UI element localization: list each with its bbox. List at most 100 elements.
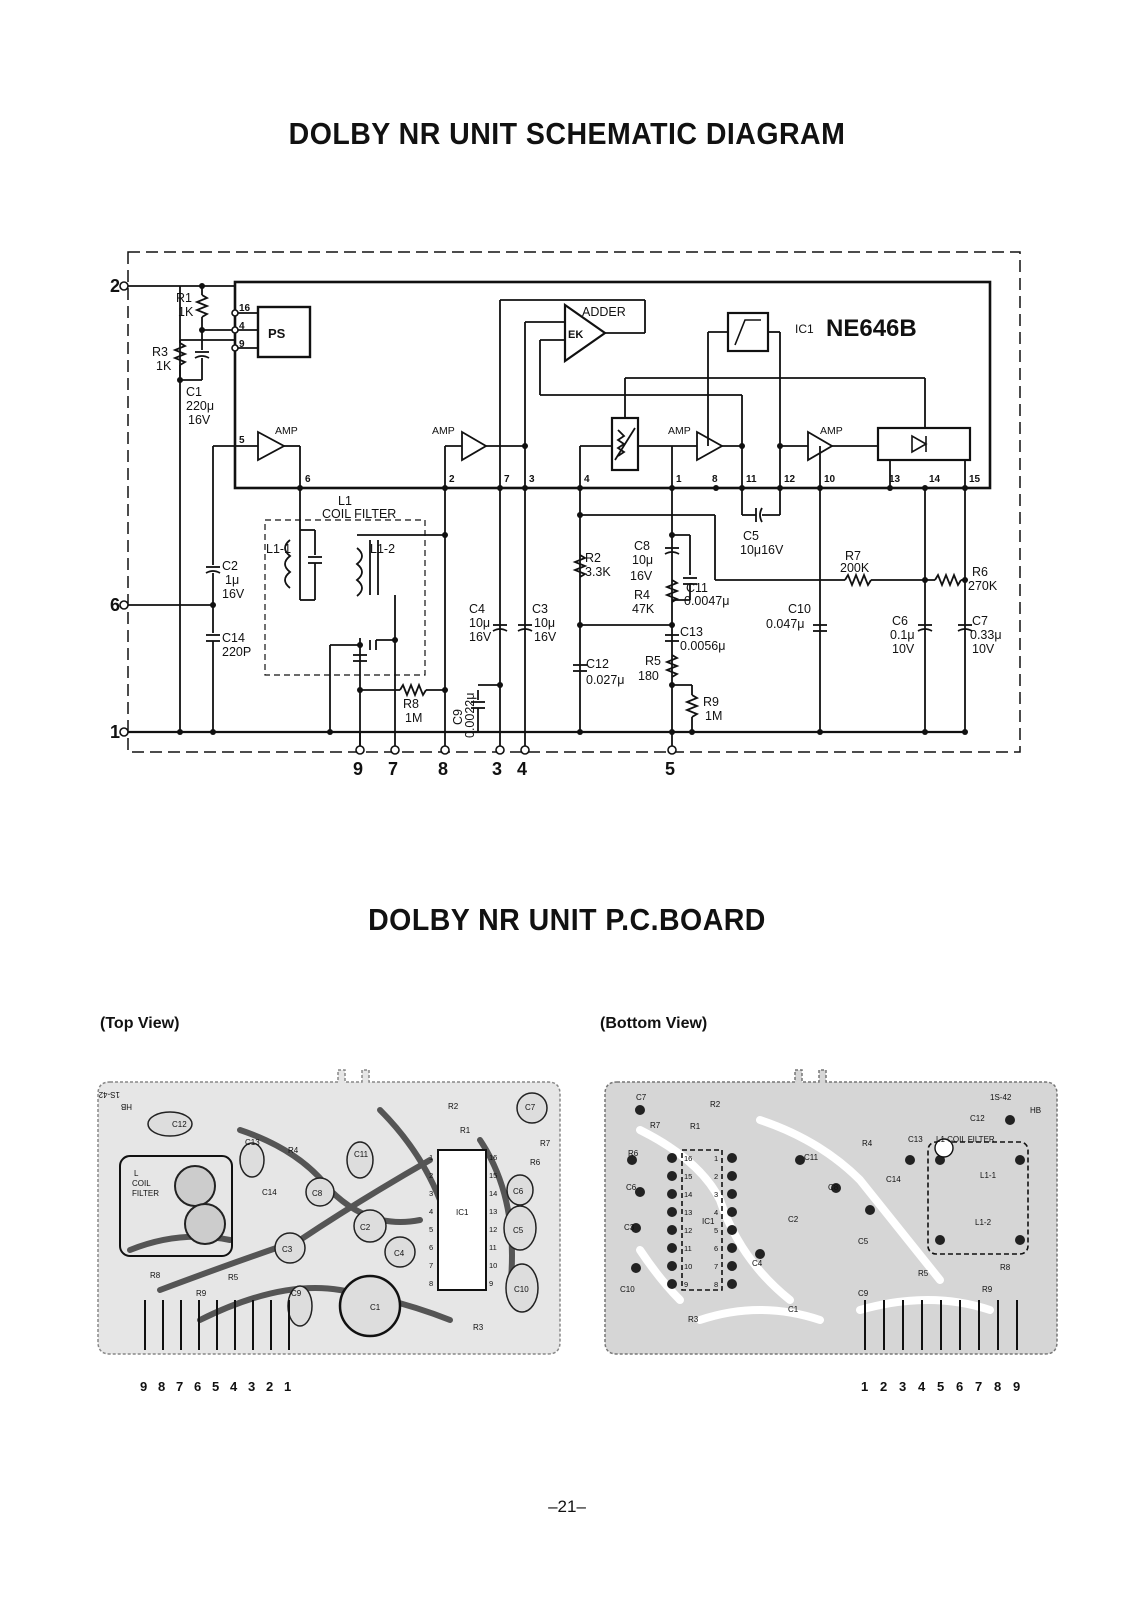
pcb-bottom-terminal-9: 9 bbox=[1013, 1379, 1020, 1394]
ic-pin-4b: 4 bbox=[584, 474, 590, 485]
c2-voltage: 16V bbox=[222, 587, 245, 601]
c11-ref: C11 bbox=[686, 581, 708, 595]
c4-value: 10μ bbox=[469, 616, 490, 630]
r6-ref: R6 bbox=[972, 565, 988, 579]
terminal-3: 3 bbox=[492, 759, 502, 779]
pcb-bottom-c1: C1 bbox=[788, 1305, 799, 1314]
schematic-title: DOLBY NR UNIT SCHEMATIC DIAGRAM bbox=[288, 116, 846, 151]
pcb-top-ic-pin-1: 1 bbox=[429, 1153, 433, 1162]
pcb-top-r6: R6 bbox=[530, 1158, 541, 1167]
pcb-bottom-ic-pin-13: 13 bbox=[684, 1208, 692, 1217]
pcb-top-c7: C7 bbox=[525, 1103, 536, 1112]
pcb-top-ic-pin-12: 12 bbox=[489, 1225, 497, 1234]
pcb-top-ic-pin-3: 3 bbox=[429, 1189, 433, 1198]
pcb-top-coil-box bbox=[119, 1155, 233, 1257]
c12-value: 0.027μ bbox=[586, 673, 624, 687]
pcb-bottom-c8: C8 bbox=[828, 1183, 839, 1192]
pcb-top-c2: C2 bbox=[360, 1223, 371, 1232]
pcb-top-c8: C8 bbox=[312, 1189, 323, 1198]
pcb-bottom-r5: R5 bbox=[918, 1269, 929, 1278]
amp2-label: AMP bbox=[432, 425, 455, 437]
c11-value: 0.0047μ bbox=[684, 594, 729, 608]
pcb-bottom-ic-pin-6: 6 bbox=[714, 1244, 718, 1253]
pcb-bottom-r1: R1 bbox=[690, 1122, 701, 1131]
pcb-top-l: L bbox=[134, 1169, 139, 1178]
c8-ref: C8 bbox=[634, 539, 650, 553]
schematic-border bbox=[127, 251, 1021, 753]
terminal-1: 1 bbox=[110, 722, 120, 742]
pcboard-title: DOLBY NR UNIT P.C.BOARD bbox=[368, 902, 766, 937]
c2-value: 1μ bbox=[225, 573, 239, 587]
pcb-bottom-ic-pin-15: 15 bbox=[684, 1172, 692, 1181]
c1-voltage: 16V bbox=[188, 413, 211, 427]
pcb-top-r7: R7 bbox=[540, 1139, 551, 1148]
pcb-top-r9: R9 bbox=[196, 1289, 207, 1298]
pcb-bottom-ic-pin-2: 2 bbox=[714, 1172, 718, 1181]
c7-ref: C7 bbox=[972, 614, 988, 628]
ic-pin-8: 8 bbox=[712, 474, 718, 485]
pcb-top-ic-pin-11: 11 bbox=[489, 1243, 497, 1252]
amp1-label: AMP bbox=[275, 425, 298, 437]
pcb-bottom-ic-pin-8: 8 bbox=[714, 1280, 718, 1289]
pcb-top-ic-pin-8: 8 bbox=[429, 1279, 433, 1288]
pcb-bottom-terminal-8: 8 bbox=[994, 1379, 1001, 1394]
amp3-label: AMP bbox=[668, 425, 691, 437]
pcb-bottom-ic-pin-10: 10 bbox=[684, 1262, 692, 1271]
schematic-labels: PS EK ADDER AMP AMP AMP AMP IC1 NE646B 1… bbox=[110, 276, 1002, 779]
pcb-bottom-terminal-5: 5 bbox=[937, 1379, 944, 1394]
terminal-circles bbox=[119, 281, 677, 755]
pcb-top-ic-pin-6: 6 bbox=[429, 1243, 433, 1252]
l1-description: COIL FILTER bbox=[322, 507, 396, 521]
ic-pin-9: 9 bbox=[239, 339, 245, 350]
pcb-bottom-l1-2: L1-2 bbox=[975, 1218, 992, 1227]
ic-pin-14: 14 bbox=[929, 474, 941, 485]
l1-1-ref: L1-1 bbox=[266, 542, 291, 556]
pcb-bottom-ic-pin-1: 1 bbox=[714, 1154, 718, 1163]
pcb-top-r3: R3 bbox=[473, 1323, 484, 1332]
pcb-top-ic-pin-15: 15 bbox=[489, 1171, 497, 1180]
pcb-top-board-id: 1S-42 bbox=[98, 1090, 120, 1099]
pcb-top-r4: R4 bbox=[288, 1146, 299, 1155]
c7-value: 0.33μ bbox=[970, 628, 1002, 642]
pcb-top-terminal-3: 3 bbox=[248, 1379, 255, 1394]
ek-label: EK bbox=[568, 329, 583, 341]
pcb-top-r1: R1 bbox=[460, 1126, 471, 1135]
pcb-bottom-r2: R2 bbox=[710, 1100, 721, 1109]
page-number: –21– bbox=[548, 1497, 586, 1516]
amp1-symbol bbox=[257, 430, 286, 462]
pcb-bottom-c9: C9 bbox=[858, 1289, 869, 1298]
ic-pin-1: 1 bbox=[676, 474, 682, 485]
ic-pin-11: 11 bbox=[746, 474, 757, 485]
pcb-bottom-ic-pin-14: 14 bbox=[684, 1190, 692, 1199]
pcb-bottom-r7: R7 bbox=[650, 1121, 661, 1130]
r9-value: 1M bbox=[705, 709, 722, 723]
c7-voltage: 10V bbox=[972, 642, 995, 656]
pcb-top-ic-pin-5: 5 bbox=[429, 1225, 433, 1234]
pcb-bottom-c11: C11 bbox=[804, 1153, 819, 1162]
pcb-top-terminal-4: 4 bbox=[230, 1379, 238, 1394]
pcb-bottom-terminal-7: 7 bbox=[975, 1379, 982, 1394]
ps-label: PS bbox=[268, 326, 286, 341]
pcb-bottom-ic-pin-12: 12 bbox=[684, 1226, 692, 1235]
r4-value: 47K bbox=[632, 602, 655, 616]
adder-label: ADDER bbox=[582, 305, 626, 319]
pcb-top-filter: FILTER bbox=[132, 1189, 159, 1198]
pcb-bottom-board-id: 1S-42 bbox=[990, 1093, 1012, 1102]
pcb-top-r8: R8 bbox=[150, 1271, 161, 1280]
c14-value: 220P bbox=[222, 645, 251, 659]
adder-symbol bbox=[563, 302, 607, 364]
ic-pin-3: 3 bbox=[529, 474, 535, 485]
pcb-top-c10: C10 bbox=[514, 1285, 529, 1294]
pcb-top-r5: R5 bbox=[228, 1273, 239, 1282]
terminal-5: 5 bbox=[665, 759, 675, 779]
pcb-top-r2: R2 bbox=[448, 1102, 459, 1111]
pcb-bottom-r8: R8 bbox=[1000, 1263, 1011, 1272]
pcb-top-terminal-9: 9 bbox=[140, 1379, 147, 1394]
pcb-top-c9: C9 bbox=[291, 1289, 302, 1298]
pcb-bottom-ic-pin-11: 11 bbox=[684, 1244, 692, 1253]
ps-block bbox=[256, 305, 312, 359]
pcb-top-ic-pin-2: 2 bbox=[429, 1171, 433, 1180]
pcb-bottom-terminal-2: 2 bbox=[880, 1379, 887, 1394]
pcb-bottom-r3: R3 bbox=[688, 1315, 699, 1324]
